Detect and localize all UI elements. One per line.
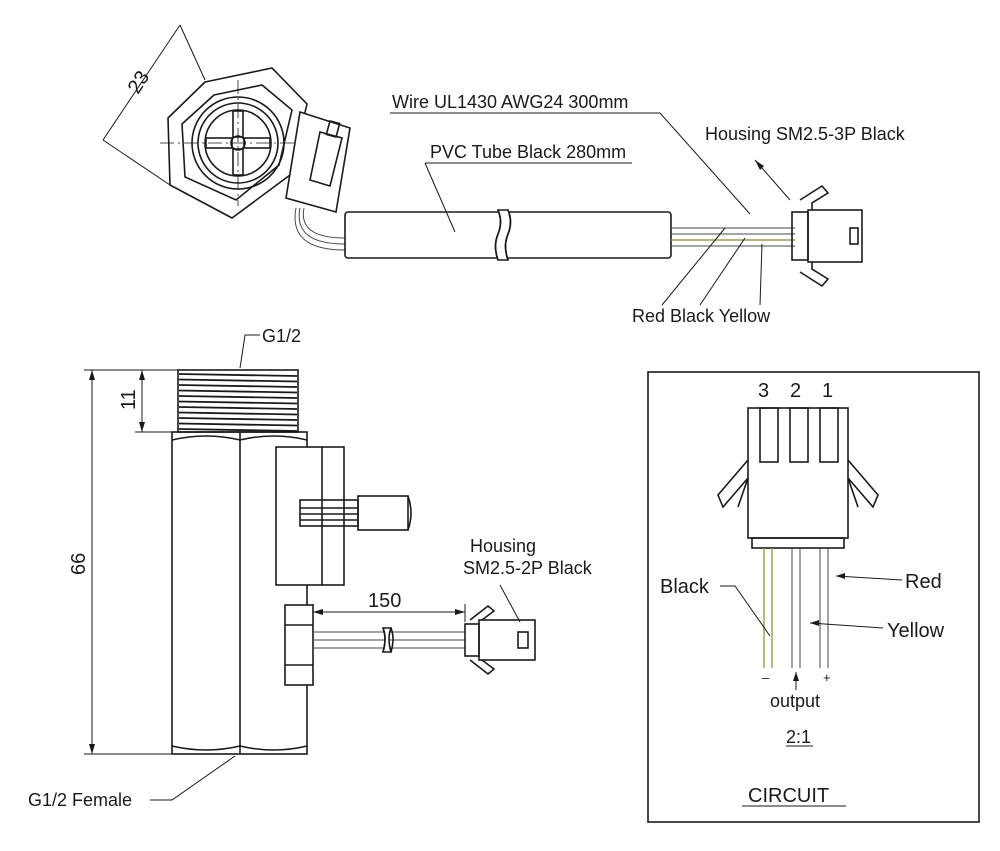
wire-colors-label: Red Black Yellow [632,306,771,326]
pin-2-label: 2 [790,380,801,402]
yellow-wire-label: Yellow [887,620,945,642]
top-view: 23 Wire [102,24,906,326]
sensor-housing [285,110,351,214]
cable-length-text: 150 [368,590,401,612]
thread-line [178,378,298,383]
circuit-connector [717,407,879,549]
circuit-panel: 3 2 1 Black Red Yellow – + output 2:1 CI… [647,371,980,823]
black-wire-label: Black [660,576,710,598]
connector-2p [464,604,536,676]
side-housing [275,446,412,686]
female-thread-label: G1/2 Female [28,790,132,810]
thread-line [178,400,298,405]
thread [177,369,299,433]
side-dimensions [84,369,466,755]
thread-line [178,384,298,388]
thread-length-text: 11 [118,389,140,410]
thread-line [178,428,298,432]
thread-line [178,389,298,394]
thread-line [178,411,298,416]
thread-line [178,373,298,377]
connector-3p [791,184,863,288]
circuit-title: CIRCUIT [748,785,829,807]
circuit-frame [647,371,980,823]
thread-line [178,395,298,399]
housing-2p-label-line1: Housing [470,536,536,556]
housing-2p-label-line2: SM2.5-2P Black [463,558,593,578]
housing-3p-label: Housing SM2.5-3P Black [705,124,906,144]
tube-spec-label: PVC Tube Black 280mm [430,142,626,162]
scale-label: 2:1 [786,727,811,747]
pvc-tube [344,209,672,261]
side-view: G1/2 11 66 150 Housing SM2.5-2P Black G1… [28,326,593,810]
output-label: output [770,691,820,711]
thread-line [178,406,298,410]
hex-body [160,67,320,219]
red-wire-label: Red [905,571,942,593]
thread-line [178,417,298,421]
pin-3-label: 3 [758,380,769,402]
dimension-width-text: 23 [124,67,155,98]
minus-terminal-sign: – [762,670,770,685]
main-body [171,431,308,755]
thread-label: G1/2 [262,326,301,346]
dimension-23: 23 [102,24,206,186]
pin-1-label: 1 [822,380,833,402]
plus-terminal-sign: + [823,670,831,685]
thread-line [178,422,298,427]
overall-length-text: 66 [68,553,90,575]
wire-spec-label: Wire UL1430 AWG24 300mm [392,92,628,112]
